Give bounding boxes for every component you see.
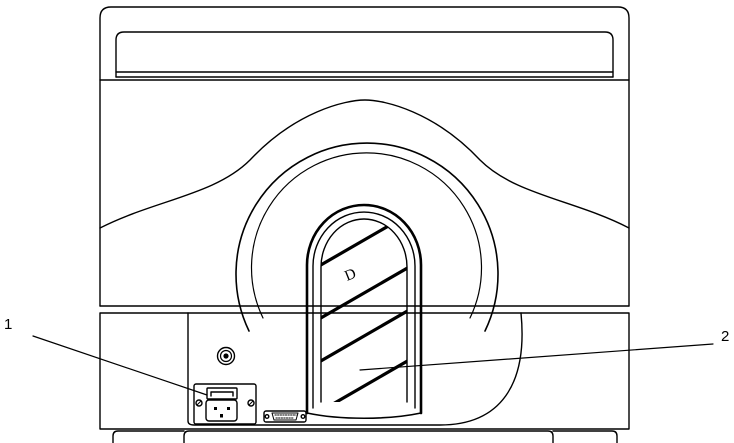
- container-stripe: [321, 346, 407, 402]
- upper-housing: [99, 6, 630, 307]
- callout-label-2: 2: [721, 328, 730, 345]
- lower-housing: [99, 312, 630, 430]
- container-stripe: [321, 253, 407, 332]
- container-stripe: [321, 219, 407, 279]
- power-inlet: [193, 383, 257, 425]
- sample-container: [305, 203, 423, 420]
- leader-line-2: [359, 343, 714, 371]
- lid-panel: [115, 31, 614, 78]
- callout-label-1: 1: [4, 316, 13, 333]
- serial-port: [263, 410, 307, 423]
- housing-contour: [99, 99, 630, 229]
- housing-foot: [112, 430, 618, 443]
- container-stripe: [321, 296, 407, 375]
- round-indicator: [216, 346, 236, 366]
- container-mark: D: [343, 266, 359, 285]
- round-door: [235, 142, 499, 332]
- leader-line-1: [32, 335, 208, 396]
- connector-panel: [187, 312, 523, 426]
